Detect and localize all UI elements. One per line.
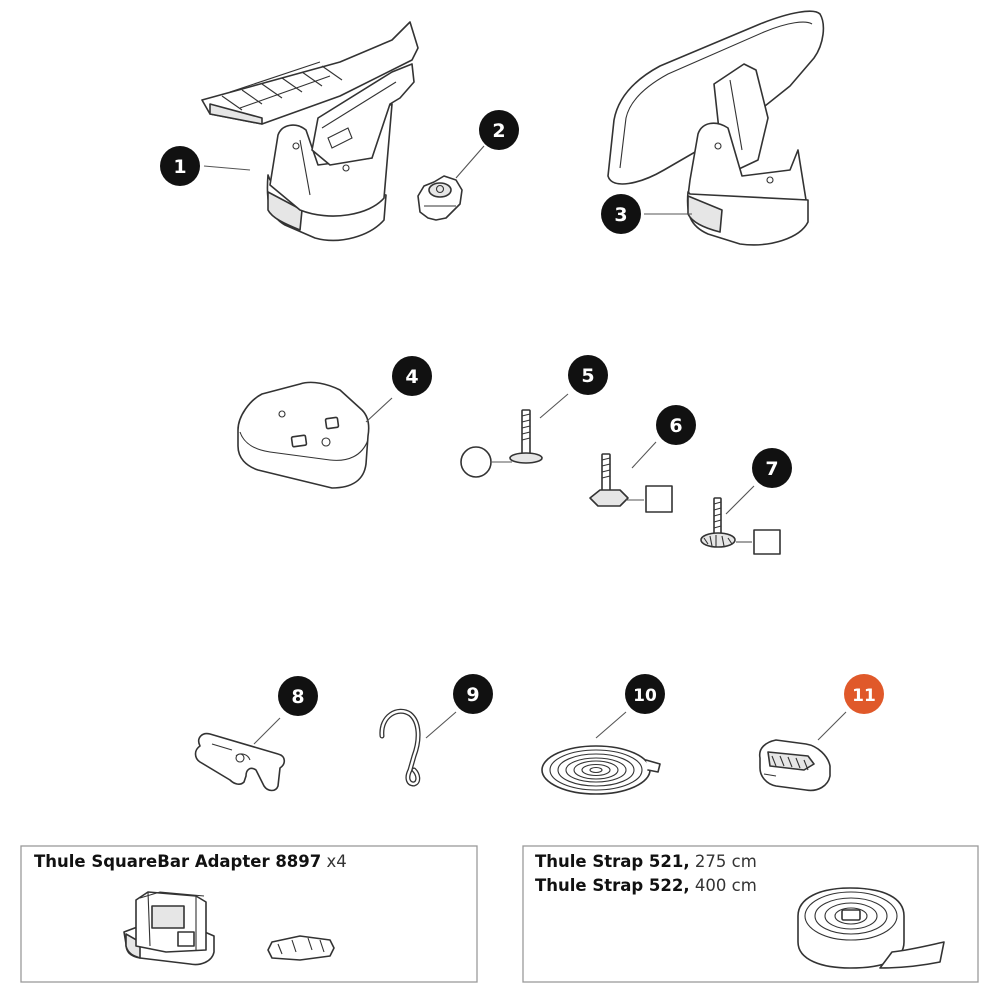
leader-line-9	[425, 711, 457, 739]
adapter-clip-icon	[267, 935, 335, 961]
svg-text:6: 6	[669, 415, 682, 437]
strap-521-length: 275 cm	[694, 852, 757, 871]
leader-line-11	[817, 711, 847, 741]
squarebar-adapter-qty: x4	[326, 852, 347, 871]
strap-521-name: Thule Strap 521,	[535, 852, 690, 871]
t-bolt-square-icon	[589, 453, 673, 513]
leader-line-4	[365, 397, 393, 423]
hook-icon	[379, 708, 421, 787]
svg-text:9: 9	[466, 684, 479, 706]
kayak-pad-mount-icon	[607, 10, 825, 246]
adapter-pad-icon	[237, 381, 370, 489]
leader-line-1	[203, 165, 251, 171]
badge-7: 7	[752, 448, 792, 488]
strap-box	[522, 845, 979, 983]
strap-522-length: 400 cm	[694, 876, 757, 895]
svg-text:4: 4	[405, 366, 418, 388]
badge-8: 8	[278, 676, 318, 716]
strap-roll-icon	[797, 887, 945, 969]
svg-text:5: 5	[581, 365, 594, 387]
squarebar-adapter-icon	[123, 891, 215, 966]
kayak-cradle-icon	[201, 21, 419, 242]
leader-line-7	[725, 485, 755, 515]
star-knob-icon	[417, 175, 463, 221]
strap-buckle-icon	[758, 739, 831, 792]
badge-1: 1	[160, 146, 200, 186]
badge-10: 10	[625, 674, 665, 714]
leader-line-10	[595, 711, 627, 739]
badge-6: 6	[656, 405, 696, 445]
svg-text:11: 11	[852, 686, 876, 706]
leader-line-2	[455, 145, 485, 179]
squarebar-adapter-name: Thule SquareBar Adapter 8897	[34, 852, 322, 871]
squarebar-adapter-title: Thule SquareBar Adapter 8897 x4	[34, 852, 347, 871]
svg-text:3: 3	[614, 204, 627, 226]
badge-9: 9	[453, 674, 493, 714]
badge-3: 3	[601, 194, 641, 234]
t-bolt-washer-icon	[460, 409, 543, 478]
svg-text:10: 10	[633, 686, 657, 706]
badge-11: 11	[844, 674, 884, 714]
badge-5: 5	[568, 355, 608, 395]
svg-text:1: 1	[173, 156, 186, 178]
key-plate-icon	[194, 732, 286, 792]
bolt-toothed-plate-icon	[700, 497, 781, 555]
strap-522-name: Thule Strap 522,	[535, 876, 690, 895]
badge-2: 2	[479, 110, 519, 150]
leader-line-6	[631, 441, 657, 469]
leader-line-8	[253, 717, 281, 745]
svg-text:2: 2	[492, 120, 505, 142]
svg-text:8: 8	[291, 686, 304, 708]
coiled-strap-icon	[541, 745, 661, 795]
strap-title-line-1: Thule Strap 521, 275 cm	[535, 852, 757, 871]
squarebar-adapter-box	[20, 845, 478, 983]
svg-text:7: 7	[765, 458, 778, 480]
badge-4: 4	[392, 356, 432, 396]
leader-line-5	[539, 393, 569, 419]
strap-title-line-2: Thule Strap 522, 400 cm	[535, 876, 757, 895]
